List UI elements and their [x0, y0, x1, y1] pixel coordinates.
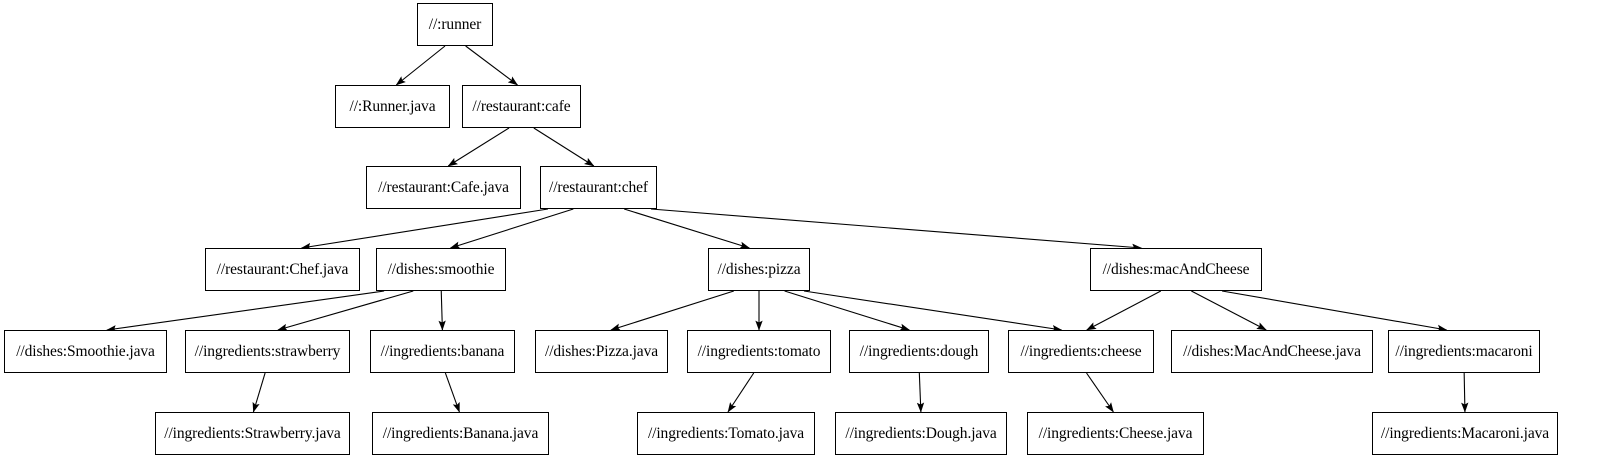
graph-node-cafe-java[interactable]: //restaurant:Cafe.java: [366, 166, 521, 209]
graph-node-dishes-mac[interactable]: //dishes:macAndCheese: [1090, 248, 1262, 291]
graph-node-label: //ingredients:Strawberry.java: [164, 424, 341, 442]
graph-edge-dishes-mac-to-mac-java: [1191, 290, 1267, 331]
graph-node-label: //:runner: [428, 15, 482, 33]
graph-node-runner[interactable]: //:runner: [417, 3, 493, 46]
graph-node-dishes-pizza[interactable]: //dishes:pizza: [708, 248, 810, 291]
graph-edge-dishes-mac-to-ing-macaroni: [1221, 290, 1448, 332]
graph-edge-restaurant-cafe-to-cafe-java: [447, 127, 510, 167]
graph-edge-ing-strawberry-to-strawberry-java: [252, 372, 266, 413]
graph-node-label: //ingredients:Cheese.java: [1038, 424, 1193, 442]
graph-node-label: //ingredients:dough: [859, 342, 979, 360]
graph-node-smoothie-java[interactable]: //dishes:Smoothie.java: [4, 330, 167, 373]
graph-edge-restaurant-chef-to-chef-java: [300, 208, 549, 251]
graph-edge-dishes-pizza-to-pizza-java: [610, 290, 734, 331]
graph-node-strawberry-java[interactable]: //ingredients:Strawberry.java: [155, 412, 350, 455]
graph-edge-dishes-pizza-to-ing-dough: [784, 290, 910, 331]
graph-node-banana-java[interactable]: //ingredients:Banana.java: [372, 412, 549, 455]
graph-edge-dishes-smoothie-to-smoothie-java: [106, 290, 385, 333]
graph-edge-ing-dough-to-dough-java: [916, 372, 925, 413]
graph-node-ing-dough[interactable]: //ingredients:dough: [849, 330, 989, 373]
graph-node-label: //restaurant:cafe: [472, 97, 571, 115]
graph-edge-runner-to-runner-java: [395, 45, 446, 86]
graph-node-ing-strawberry[interactable]: //ingredients:strawberry: [185, 330, 350, 373]
graph-node-ing-tomato[interactable]: //ingredients:tomato: [687, 330, 831, 373]
graph-node-pizza-java[interactable]: //dishes:Pizza.java: [535, 330, 668, 373]
graph-node-label: //ingredients:banana: [380, 342, 505, 360]
graph-edge-ing-banana-to-banana-java: [444, 372, 460, 413]
graph-edge-ing-macaroni-to-macaroni-java: [1461, 372, 1469, 413]
graph-node-mac-java[interactable]: //dishes:MacAndCheese.java: [1171, 330, 1373, 373]
graph-node-label: //:Runner.java: [349, 97, 436, 115]
graph-edge-ing-cheese-to-cheese-java: [1086, 372, 1114, 413]
graph-node-ing-macaroni[interactable]: //ingredients:macaroni: [1388, 330, 1540, 373]
graph-node-label: //dishes:pizza: [717, 260, 801, 278]
graph-node-runner-java[interactable]: //:Runner.java: [335, 85, 450, 128]
graph-node-label: //restaurant:Chef.java: [216, 260, 349, 278]
graph-node-cheese-java[interactable]: //ingredients:Cheese.java: [1027, 412, 1204, 455]
graph-node-label: //dishes:smoothie: [387, 260, 495, 278]
graph-node-label: //ingredients:tomato: [697, 342, 821, 360]
graph-node-restaurant-cafe[interactable]: //restaurant:cafe: [462, 85, 581, 128]
graph-edge-ing-tomato-to-tomato-java: [727, 372, 755, 413]
graph-edge-dishes-smoothie-to-ing-strawberry: [277, 290, 414, 331]
graph-edge-restaurant-cafe-to-restaurant-chef: [533, 127, 595, 167]
graph-node-label: //dishes:Smoothie.java: [16, 342, 155, 360]
graph-node-label: //ingredients:Macaroni.java: [1380, 424, 1550, 442]
graph-node-label: //ingredients:cheese: [1020, 342, 1142, 360]
graph-edge-dishes-mac-to-ing-cheese: [1086, 290, 1162, 331]
graph-node-label: //dishes:MacAndCheese.java: [1183, 342, 1361, 360]
graph-edge-dishes-smoothie-to-ing-banana: [438, 290, 446, 331]
graph-edge-dishes-pizza-to-ing-cheese: [803, 290, 1063, 333]
graph-node-label: //ingredients:Banana.java: [382, 424, 539, 442]
graph-node-ing-banana[interactable]: //ingredients:banana: [370, 330, 515, 373]
graph-node-label: //ingredients:strawberry: [194, 342, 341, 360]
graph-node-chef-java[interactable]: //restaurant:Chef.java: [205, 248, 360, 291]
graph-node-dishes-smoothie[interactable]: //dishes:smoothie: [376, 248, 506, 291]
graph-edge-runner-to-restaurant-cafe: [465, 45, 518, 86]
graph-edge-restaurant-chef-to-dishes-pizza: [624, 208, 750, 249]
graph-edge-restaurant-chef-to-dishes-smoothie: [449, 208, 574, 249]
graph-node-label: //restaurant:chef: [549, 178, 648, 196]
graph-node-label: //ingredients:Dough.java: [845, 424, 997, 442]
graph-node-ing-cheese[interactable]: //ingredients:cheese: [1008, 330, 1154, 373]
graph-node-label: //ingredients:macaroni: [1395, 342, 1533, 360]
graph-node-label: //dishes:Pizza.java: [544, 342, 659, 360]
graph-node-restaurant-chef[interactable]: //restaurant:chef: [540, 166, 657, 209]
graph-node-macaroni-java[interactable]: //ingredients:Macaroni.java: [1372, 412, 1558, 455]
graph-edge-restaurant-chef-to-dishes-mac: [650, 208, 1142, 251]
graph-node-tomato-java[interactable]: //ingredients:Tomato.java: [637, 412, 815, 455]
graph-node-label: //ingredients:Tomato.java: [647, 424, 805, 442]
graph-node-label: //restaurant:Cafe.java: [378, 178, 509, 196]
graph-node-dough-java[interactable]: //ingredients:Dough.java: [835, 412, 1007, 455]
graph-node-label: //dishes:macAndCheese: [1102, 260, 1250, 278]
